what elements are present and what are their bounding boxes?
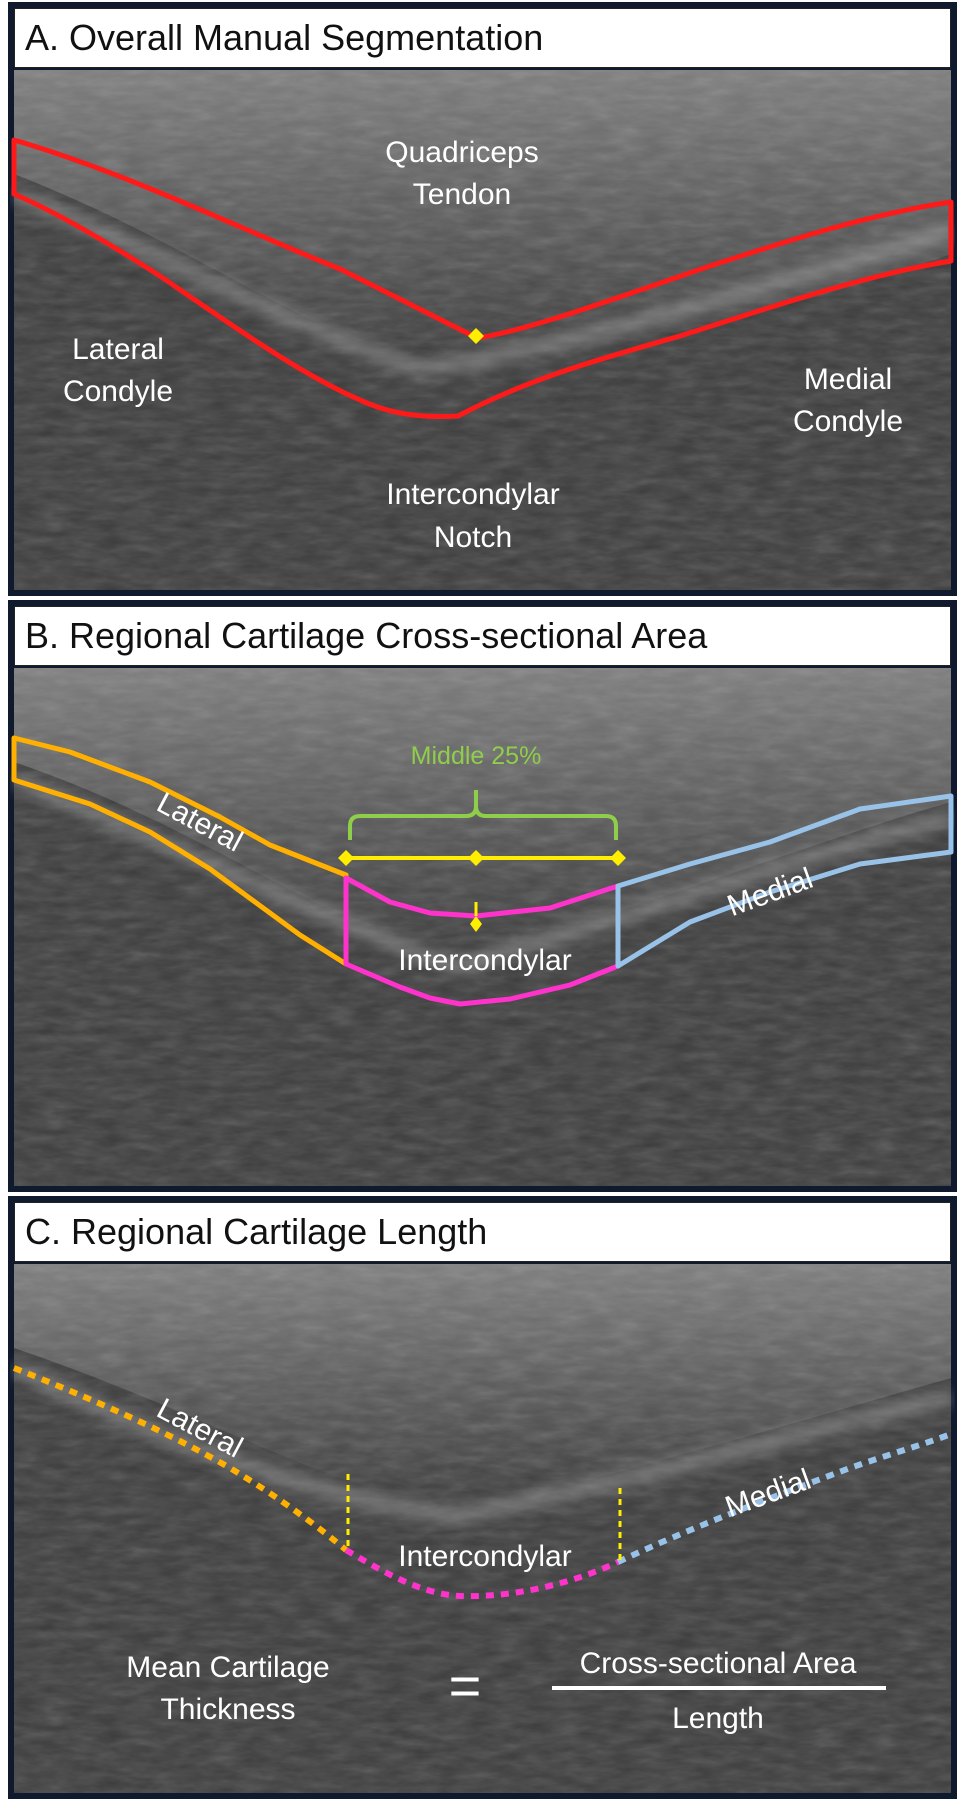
midpoint-marker	[470, 916, 482, 932]
label-notch: Notch	[434, 521, 512, 554]
ultrasound-image-b: Middle 25% Lateral Intercondylar Medial	[11, 668, 954, 1186]
panel-c-title: C. Regional Cartilage Length	[14, 1202, 951, 1262]
panel-b: Middle 25% Lateral Intercondylar Medial …	[8, 600, 957, 1192]
span-right-marker	[610, 850, 626, 866]
intercondylar-region-outline	[343, 875, 621, 1007]
span-center-marker	[468, 850, 484, 866]
ultrasound-image-c: Lateral Intercondylar Medial Mean Cartil…	[10, 1264, 953, 1793]
medial-region-outline	[615, 793, 954, 969]
middle-25-label: Middle 25%	[411, 742, 542, 770]
overall-segmentation-outline	[11, 137, 954, 419]
label-intercondylar: Intercondylar	[398, 944, 571, 977]
label-medial-condyle: Condyle	[793, 405, 903, 438]
panel-c: Lateral Intercondylar Medial Mean Cartil…	[8, 1196, 957, 1799]
label-lateral: Lateral	[72, 333, 164, 366]
midpoint-marker	[468, 328, 484, 344]
panel-a-title: A. Overall Manual Segmentation	[14, 8, 951, 68]
label-tendon: Tendon	[413, 178, 511, 211]
intercondylar-length-line	[344, 1547, 620, 1600]
label-lateral-condyle: Condyle	[63, 375, 173, 408]
formula-lhs-line1: Mean Cartilage	[126, 1651, 329, 1684]
middle-bracket	[348, 790, 618, 840]
panel-b-title: B. Regional Cartilage Cross-sectional Ar…	[14, 606, 951, 666]
label-medial: Medial	[804, 363, 892, 396]
label-quadriceps: Quadriceps	[385, 136, 538, 169]
formula-equals: =	[449, 1654, 482, 1717]
lateral-length-line	[12, 1365, 348, 1553]
panel-a: Quadriceps Tendon Lateral Condyle Medial…	[8, 2, 957, 596]
formula-lhs-line2: Thickness	[160, 1693, 295, 1726]
formula-numerator: Cross-sectional Area	[580, 1647, 857, 1680]
label-intercondylar: Intercondylar	[398, 1540, 571, 1573]
medial-length-line	[616, 1431, 953, 1565]
label-intercondylar: Intercondylar	[386, 478, 559, 511]
formula-denominator: Length	[672, 1702, 764, 1735]
ultrasound-image-a: Quadriceps Tendon Lateral Condyle Medial…	[10, 70, 954, 590]
span-left-marker	[338, 850, 354, 866]
